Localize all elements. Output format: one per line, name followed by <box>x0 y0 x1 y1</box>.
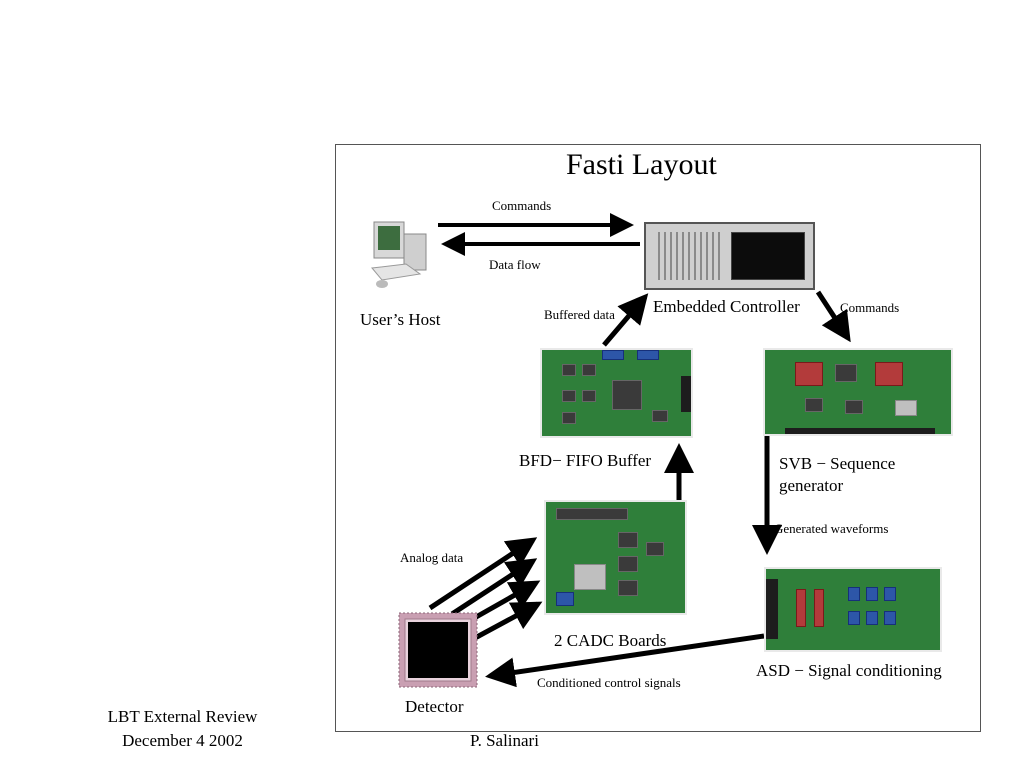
buffered-data-arrow <box>602 293 649 347</box>
buffered-data-label: Buffered data <box>544 307 615 322</box>
chip-icon <box>866 587 878 601</box>
footer-date: December 4 2002 <box>122 731 243 750</box>
asd-label: ASD − Signal conditioning <box>756 661 942 680</box>
svb-board-icon <box>763 348 953 436</box>
chip-icon <box>796 589 806 627</box>
detector-label: Detector <box>405 697 464 716</box>
chip-icon <box>884 611 896 625</box>
analog-data-arrow-1 <box>428 537 538 611</box>
chip-icon <box>612 380 642 410</box>
conditioned-control-arrow <box>485 633 765 688</box>
cadc-label: 2 CADC Boards <box>554 631 667 650</box>
analog-data-arrow-2 <box>450 558 538 617</box>
chip-icon <box>848 611 860 625</box>
chip-icon <box>646 542 664 556</box>
connector-icon <box>681 376 691 412</box>
chip-icon <box>895 400 917 416</box>
chip-icon <box>637 350 659 360</box>
svb-label-line1: SVB − Sequence <box>779 454 896 473</box>
chip-icon <box>562 364 576 376</box>
generated-waveforms-label: Generated waveforms <box>774 521 889 536</box>
connector-icon <box>785 428 935 434</box>
bfd-board-icon <box>540 348 693 438</box>
commands-top-label: Commands <box>492 198 552 213</box>
cadc-board-icon <box>544 500 687 615</box>
chip-icon <box>618 556 638 572</box>
chip-icon <box>848 587 860 601</box>
chip-icon <box>835 364 857 382</box>
controller-vents <box>654 232 724 280</box>
chip-icon <box>574 564 606 590</box>
commands-right-label: Commands <box>840 300 900 315</box>
chip-icon <box>845 400 863 414</box>
analog-data-arrow-4 <box>473 601 543 641</box>
chip-icon <box>805 398 823 412</box>
diagram-title: Fasti Layout <box>566 148 717 181</box>
users-host-label: User’s Host <box>360 310 441 329</box>
chip-icon <box>866 611 878 625</box>
controller-screen <box>731 232 805 280</box>
chip-icon <box>814 589 824 627</box>
chip-icon <box>795 362 823 386</box>
embedded-controller-label: Embedded Controller <box>653 297 800 316</box>
bfd-label: BFD− FIFO Buffer <box>519 451 652 470</box>
connector-icon <box>766 579 778 639</box>
chip-icon <box>618 532 638 548</box>
chip-icon <box>562 412 576 424</box>
chip-icon <box>582 364 596 376</box>
chip-icon <box>875 362 903 386</box>
chip-icon <box>556 592 574 606</box>
chip-icon <box>602 350 624 360</box>
commands-down-arrow <box>815 290 851 343</box>
chip-icon <box>884 587 896 601</box>
chip-icon <box>582 390 596 402</box>
chip-icon <box>652 410 668 422</box>
svb-label-line2: generator <box>779 476 844 495</box>
chip-icon <box>556 508 628 520</box>
footer-review-title: LBT External Review <box>107 707 258 726</box>
asd-board-icon <box>764 567 942 652</box>
chip-icon <box>618 580 638 596</box>
chip-icon <box>562 390 576 402</box>
detector-chip-icon <box>398 612 478 688</box>
conditioned-control-label: Conditioned control signals <box>537 675 681 690</box>
computer-icon <box>371 221 427 288</box>
data-flow-label: Data flow <box>489 257 541 272</box>
controller-icon <box>644 222 815 290</box>
footer-author: P. Salinari <box>470 731 539 750</box>
analog-data-label: Analog data <box>400 550 464 565</box>
